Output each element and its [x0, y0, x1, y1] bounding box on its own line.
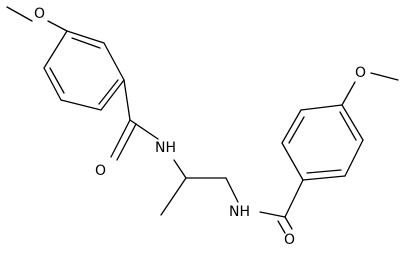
- bond: [43, 30, 68, 69]
- bond: [225, 177, 239, 203]
- bond: [60, 99, 102, 111]
- bond: [344, 139, 364, 177]
- bond: [341, 104, 364, 141]
- carbonyl-oxygen-left: O: [95, 163, 106, 179]
- amide-nh-left: NH: [155, 140, 176, 156]
- bond: [339, 111, 357, 141]
- bond: [110, 119, 131, 158]
- bond: [173, 159, 187, 179]
- bond: [49, 67, 65, 94]
- amide-nh-right: NH: [229, 204, 250, 220]
- methoxy-oxygen-left: O: [34, 6, 45, 22]
- bond: [71, 37, 101, 49]
- bond: [116, 123, 137, 161]
- bonds: [6, 6, 399, 234]
- bond: [288, 116, 305, 144]
- atom-labels: O O NH O O NH: [34, 6, 366, 248]
- bond: [284, 179, 304, 218]
- bond: [98, 79, 119, 105]
- bond: [341, 81, 356, 106]
- bond: [129, 119, 159, 140]
- bond: [300, 104, 343, 111]
- carbonyl-oxygen-right: O: [284, 232, 295, 248]
- bond: [281, 142, 304, 181]
- bond: [306, 169, 342, 174]
- bond: [160, 177, 187, 216]
- bond: [284, 216, 293, 230]
- bond: [47, 20, 68, 32]
- methoxy-oxygen-right: O: [355, 65, 366, 81]
- bond: [43, 67, 62, 101]
- bond: [66, 30, 105, 44]
- bond: [123, 79, 131, 121]
- bond: [100, 79, 125, 111]
- bond: [277, 220, 286, 234]
- bond: [302, 175, 346, 181]
- bond: [6, 6, 33, 22]
- bond: [281, 109, 302, 144]
- bond: [103, 42, 125, 81]
- bond: [370, 72, 399, 81]
- bond: [259, 211, 286, 218]
